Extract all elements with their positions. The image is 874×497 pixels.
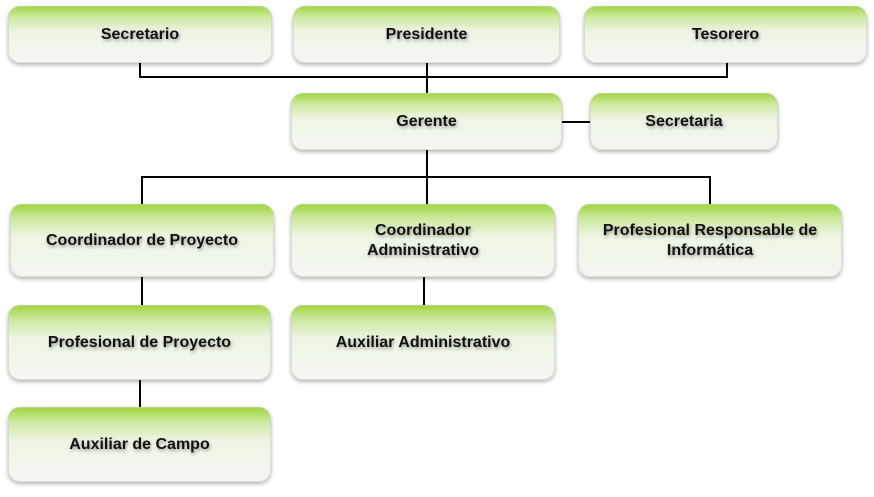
connector-coordinators (141, 176, 711, 204)
node-profesional-informatica: Profesional Responsable de Informática (578, 204, 842, 277)
node-tesorero: Tesorero (584, 6, 867, 63)
node-profesional-proyecto: Profesional de Proyecto (8, 305, 271, 380)
node-coordinador-proyecto: Coordinador de Proyecto (10, 204, 274, 277)
node-secretaria: Secretaria (590, 93, 778, 150)
node-coordinador-administrativo: Coordinador Administrativo (291, 204, 555, 277)
node-presidente: Presidente (293, 6, 560, 63)
node-auxiliar-administrativo: Auxiliar Administrativo (291, 305, 555, 380)
connector-board (139, 63, 728, 78)
node-auxiliar-campo: Auxiliar de Campo (8, 407, 271, 482)
node-secretario: Secretario (8, 6, 272, 63)
node-gerente: Gerente (291, 93, 562, 150)
